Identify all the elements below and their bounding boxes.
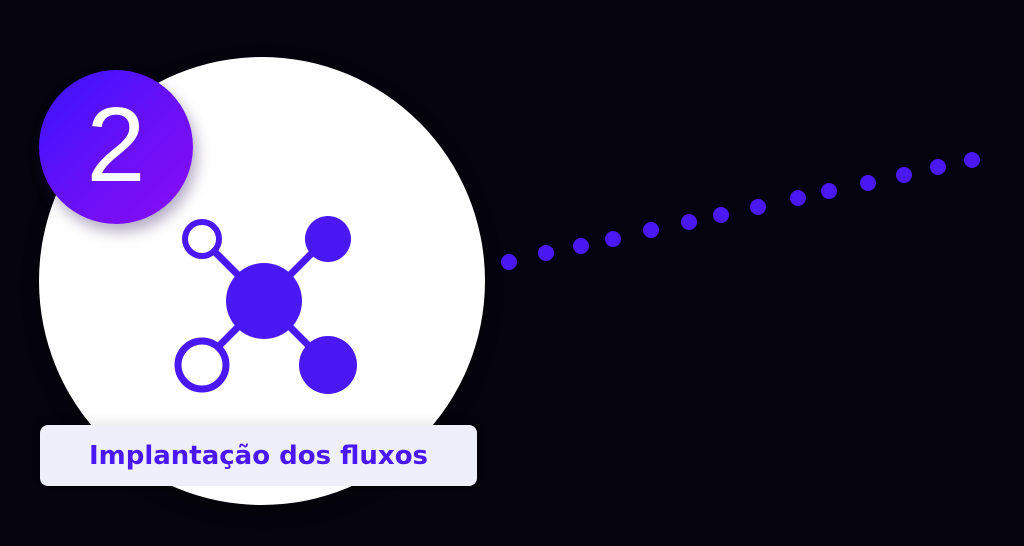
network-nodes-icon [174, 216, 357, 394]
step-number: 2 [86, 86, 146, 204]
step-title: Implantação dos fluxos [88, 440, 429, 471]
step-number-badge: 2 [39, 70, 193, 224]
step-title-box: Implantação dos fluxos [40, 425, 477, 486]
